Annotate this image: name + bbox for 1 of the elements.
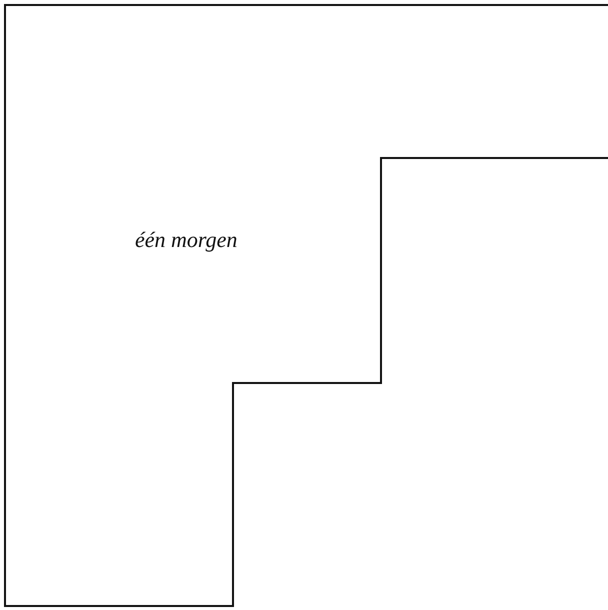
- area-label: één morgen: [135, 227, 238, 253]
